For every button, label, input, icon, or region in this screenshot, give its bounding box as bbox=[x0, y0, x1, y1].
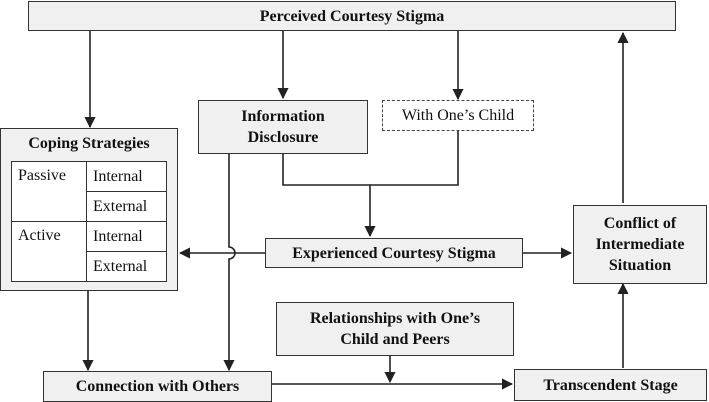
edge-child-to-experienced bbox=[370, 131, 459, 186]
coping-category-passive: Passive bbox=[11, 161, 87, 222]
coping-strategies-box: Coping Strategies Passive Internal Exter… bbox=[0, 128, 178, 291]
experienced-courtesy-stigma-box: Experienced Courtesy Stigma bbox=[265, 238, 523, 268]
conflict-of-intermediate-situation-box: Conflict of Intermediate Situation bbox=[573, 205, 707, 284]
with-ones-child-label: With One’s Child bbox=[401, 107, 515, 124]
information-disclosure-label: Information Disclosure bbox=[241, 108, 325, 146]
relationships-label: Relationships with One’s Child and Peers bbox=[309, 310, 481, 348]
information-disclosure-box: Information Disclosure bbox=[198, 100, 368, 154]
edge-disclosure-to-experienced bbox=[282, 153, 376, 238]
experienced-courtesy-stigma-label: Experienced Courtesy Stigma bbox=[292, 244, 496, 262]
coping-item-passive-external: External bbox=[86, 191, 167, 222]
conflict-of-intermediate-situation-label: Conflict of Intermediate Situation bbox=[595, 215, 685, 274]
coping-category-active: Active bbox=[11, 221, 87, 282]
coping-item-active-external: External bbox=[86, 251, 167, 282]
relationships-box: Relationships with One’s Child and Peers bbox=[276, 302, 514, 356]
coping-strategies-table: Passive Internal External Active Interna… bbox=[11, 161, 167, 282]
perceived-courtesy-stigma-label: Perceived Courtesy Stigma bbox=[259, 7, 445, 25]
edge-disclosure-to-connection bbox=[223, 153, 236, 372]
coping-strategies-title: Coping Strategies bbox=[28, 135, 150, 152]
connection-with-others-box: Connection with Others bbox=[43, 371, 272, 402]
with-ones-child-box: With One’s Child bbox=[382, 100, 534, 131]
coping-item-active-internal: Internal bbox=[86, 221, 167, 252]
transcendent-stage-label: Transcendent Stage bbox=[543, 376, 678, 394]
coping-item-passive-internal: Internal bbox=[86, 161, 167, 192]
connection-with-others-label: Connection with Others bbox=[75, 378, 240, 395]
transcendent-stage-box: Transcendent Stage bbox=[514, 369, 707, 401]
perceived-courtesy-stigma-box: Perceived Courtesy Stigma bbox=[28, 1, 676, 31]
